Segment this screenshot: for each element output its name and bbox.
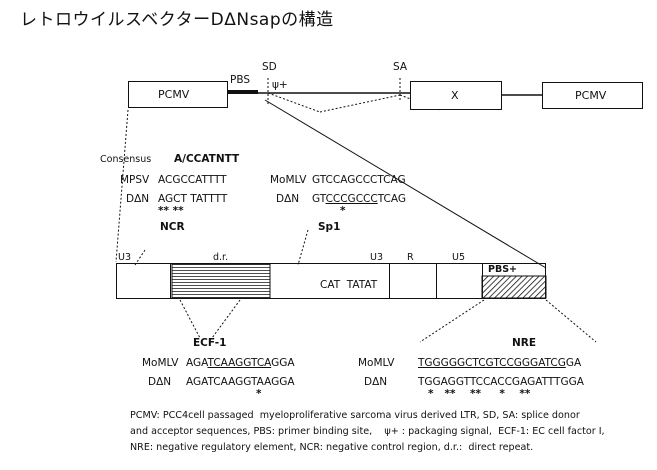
pcmv-right-box xyxy=(542,82,643,109)
mpsv-label: MPSV xyxy=(120,174,150,186)
ecf-momlv-seq: AGATCAAGGTCAGGA xyxy=(186,357,295,369)
sd-label: SD xyxy=(262,61,277,73)
ncr-dn-label: DΔN xyxy=(126,193,150,205)
legend-line-2: and acceptor sequences, PBS: primer bind… xyxy=(130,426,605,437)
sp1-name: Sp1 xyxy=(318,221,341,233)
ecf-name: ECF-1 xyxy=(193,337,227,349)
pbs-plus-label: PBS+ xyxy=(488,264,518,275)
u3-left-label: U3 xyxy=(118,252,131,263)
pbs-thick-bar xyxy=(228,90,258,94)
ecf-star: * xyxy=(256,388,262,400)
pbs-label: PBS xyxy=(230,74,251,86)
ecf-dn-label: DΔN xyxy=(148,376,172,388)
ltr-bar xyxy=(116,263,546,299)
mpsv-seq: ACGCCATTTT xyxy=(158,174,227,186)
nre-momlv-label: MoMLV xyxy=(358,357,395,369)
ecf-momlv-label: MoMLV xyxy=(142,357,179,369)
dr-label: d.r. xyxy=(213,252,229,263)
consensus-label: Consensus xyxy=(100,154,152,165)
nre-name: NRE xyxy=(512,337,537,349)
ecf-dn-seq: AGATCAAGGTAAGGA xyxy=(186,376,295,388)
pcmv-right-label: PCMV xyxy=(575,89,607,102)
sp1-momlv-seq: GTCCAGCCCTCAG xyxy=(312,174,406,186)
nre-dn-seq: TGGAGGTTCCACCGAGATTTGGA xyxy=(418,376,584,388)
x-label: X xyxy=(451,89,459,102)
r-label: R xyxy=(407,252,414,263)
u3-right-label: U3 xyxy=(370,252,383,263)
sp1-dn-seq: GTCCCGCCCTCAG xyxy=(312,193,406,205)
psi-label: ψ+ xyxy=(272,79,288,91)
u5-label: U5 xyxy=(452,252,465,263)
ltr-div-dr xyxy=(170,263,171,299)
sp1-dn-label: DΔN xyxy=(276,193,300,205)
ncr-dn-seq: AGCT TATTTT xyxy=(158,193,228,205)
ncr-name: NCR xyxy=(160,221,185,233)
nre-momlv-seq: TGGGGGCTCGTCCGGGATCGGA xyxy=(418,357,582,369)
legend-line-1: PCMV: PCC4cell passaged myeloproliferati… xyxy=(130,410,580,421)
pcmv-left-label: PCMV xyxy=(158,88,190,101)
ltr-div-ru5 xyxy=(436,263,437,299)
ltr-div-u5pbs xyxy=(482,263,483,299)
cat-tatat-label: CAT TATAT xyxy=(320,279,378,291)
legend-line-3: NRE: negative regulatory element, NCR: n… xyxy=(130,442,534,453)
pcmv-left-box xyxy=(128,81,228,108)
sp1-star: * xyxy=(340,205,346,217)
ltr-div-u3r xyxy=(389,263,390,299)
sa-label: SA xyxy=(393,61,408,73)
page-title: レトロウイルスベクターDΔNsapの構造 xyxy=(20,10,334,30)
nre-dn-label: DΔN xyxy=(364,376,388,388)
nre-stars: * ** ** * ** xyxy=(428,388,531,400)
sp1-momlv-label: MoMLV xyxy=(270,174,307,186)
consensus-seq: A/CCATNTT xyxy=(174,153,240,165)
ncr-stars: ** ** xyxy=(158,205,184,217)
x-box xyxy=(410,81,502,110)
